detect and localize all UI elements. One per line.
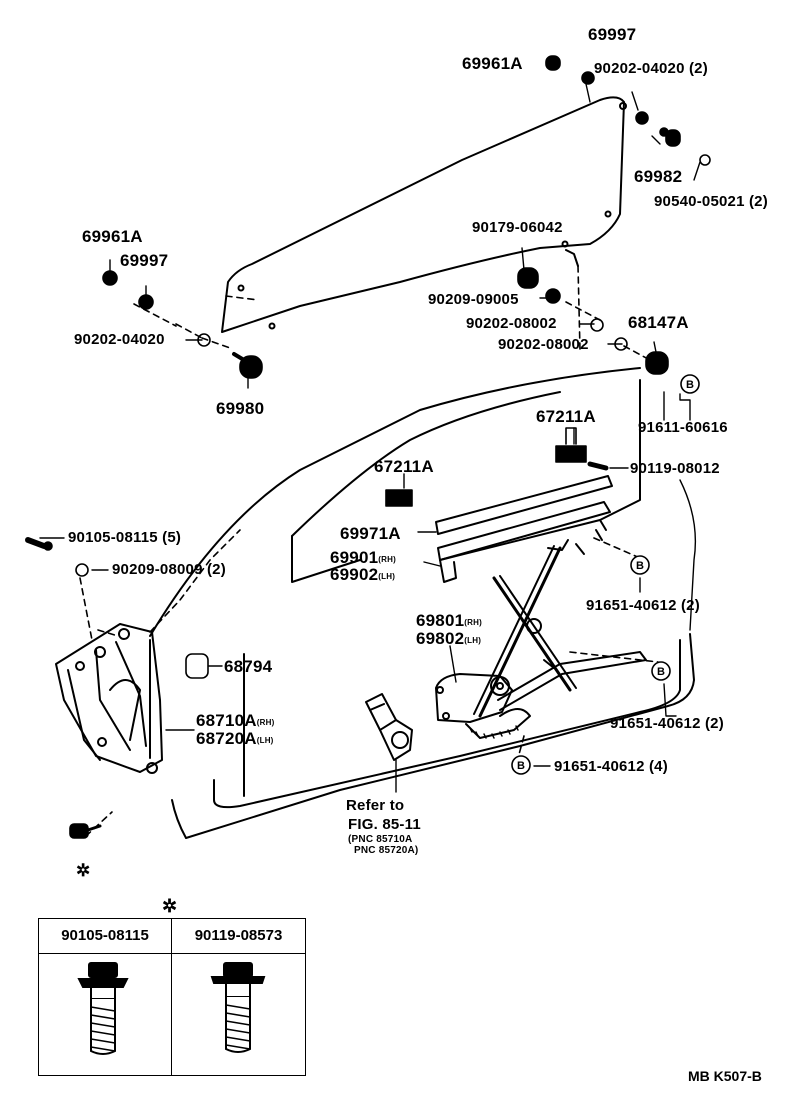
label-90209-09005: 90209-09005 [428, 291, 519, 308]
bolt-69980 [239, 355, 263, 379]
label-68794: 68794 [224, 657, 273, 676]
door-bottom [185, 633, 695, 839]
label-69801: 69801(RH) [416, 611, 482, 630]
regulator-motor [365, 693, 413, 761]
label-69980: 69980 [216, 399, 265, 418]
legend-col-2: 90119-08573 [172, 919, 305, 1075]
label-69997-top: 69997 [588, 25, 637, 44]
glass-run-channel [435, 475, 613, 535]
door-panel [149, 367, 641, 637]
cushion-68794 [185, 653, 209, 679]
label-67211a-left: 67211A [374, 457, 434, 476]
label-91651-40612-b: 91651-40612 (2) [610, 715, 724, 732]
label-90209-08009: 90209-08009 (2) [112, 561, 226, 578]
regulator-bracket-68710a [55, 623, 163, 774]
label-68710a: 68710A(RH) [196, 711, 275, 730]
label-91651-40612-c: 91651-40612 (4) [554, 758, 668, 775]
label-69802: 69802(LH) [416, 629, 482, 648]
label-90105-08115: 90105-08115 (5) [68, 529, 182, 546]
b-marker-text-1: B [686, 379, 694, 391]
bolt-legend-table: 90105-08115 90119-08573 [38, 918, 306, 1076]
b-marker-3 [651, 661, 671, 681]
clip-69961a-left [102, 270, 118, 286]
label-fig-85-11: FIG. 85-11 [348, 816, 421, 833]
legend-header-1: 90105-08115 [39, 919, 171, 954]
label-68147a: 68147A [628, 313, 689, 332]
label-90540-05021: 90540-05021 (2) [654, 193, 768, 210]
b-marker-text-2: B [636, 560, 644, 572]
label-90179-06042: 90179-06042 [472, 219, 563, 236]
label-pnc-85720a: PNC 85720A) [354, 845, 419, 856]
b-marker-text-3: B [657, 666, 665, 678]
label-pnc-85710a: (PNC 85710A [348, 834, 413, 845]
clip-69961a-top [545, 55, 561, 71]
label-69971a: 69971A [340, 524, 401, 543]
label-69901: 69901(RH) [330, 548, 396, 567]
label-90119-08012: 90119-08012 [630, 460, 720, 477]
label-69961a-left: 69961A [82, 227, 143, 246]
label-90202-04020-top: 90202-04020 (2) [594, 60, 708, 77]
star-mark-diagram: ✲ [76, 861, 91, 880]
bracket-68147a [645, 351, 669, 375]
label-69902: 69902(LH) [330, 565, 396, 584]
diagram-code: MB K507-B [688, 1068, 762, 1084]
label-refer-to: Refer to [346, 797, 405, 814]
label-91651-40612-a: 91651-40612 (2) [586, 597, 700, 614]
bolt-icon-flange [77, 962, 129, 1055]
label-90202-08002-b: 90202-08002 [498, 336, 589, 353]
label-69961a-top: 69961A [462, 54, 523, 73]
legend-header-2: 90119-08573 [172, 919, 305, 954]
window-regulator [435, 539, 647, 739]
bolt-icon-washer [210, 962, 266, 1053]
label-69997-left: 69997 [120, 251, 169, 270]
washer-90202-left [197, 333, 211, 347]
bolt-90105 [25, 537, 47, 549]
b-marker-4 [511, 755, 531, 775]
b-marker-1 [680, 374, 700, 394]
bracket-67211a-right [555, 445, 587, 463]
b-marker-2 [630, 555, 650, 575]
label-91611-60616: 91611-60616 [638, 419, 728, 436]
star-mark-legend: ✲ [162, 896, 178, 916]
label-90202-08002-a: 90202-08002 [466, 315, 557, 332]
nut-69997-left [138, 294, 154, 310]
door-glass [221, 96, 625, 333]
label-67211a-right: 67211A [536, 407, 596, 426]
nut-90209-08009 [75, 563, 89, 577]
washer-90540 [699, 154, 711, 166]
nut-69997-top [581, 71, 595, 85]
label-69982: 69982 [634, 167, 683, 186]
b-markers [511, 374, 700, 775]
label-90202-04020-left: 90202-04020 [74, 331, 165, 348]
bracket-67211a-left [385, 489, 413, 507]
label-68720a: 68720A(LH) [196, 729, 274, 748]
legend-col-1: 90105-08115 [39, 919, 172, 1075]
b-marker-text-4: B [517, 760, 525, 772]
